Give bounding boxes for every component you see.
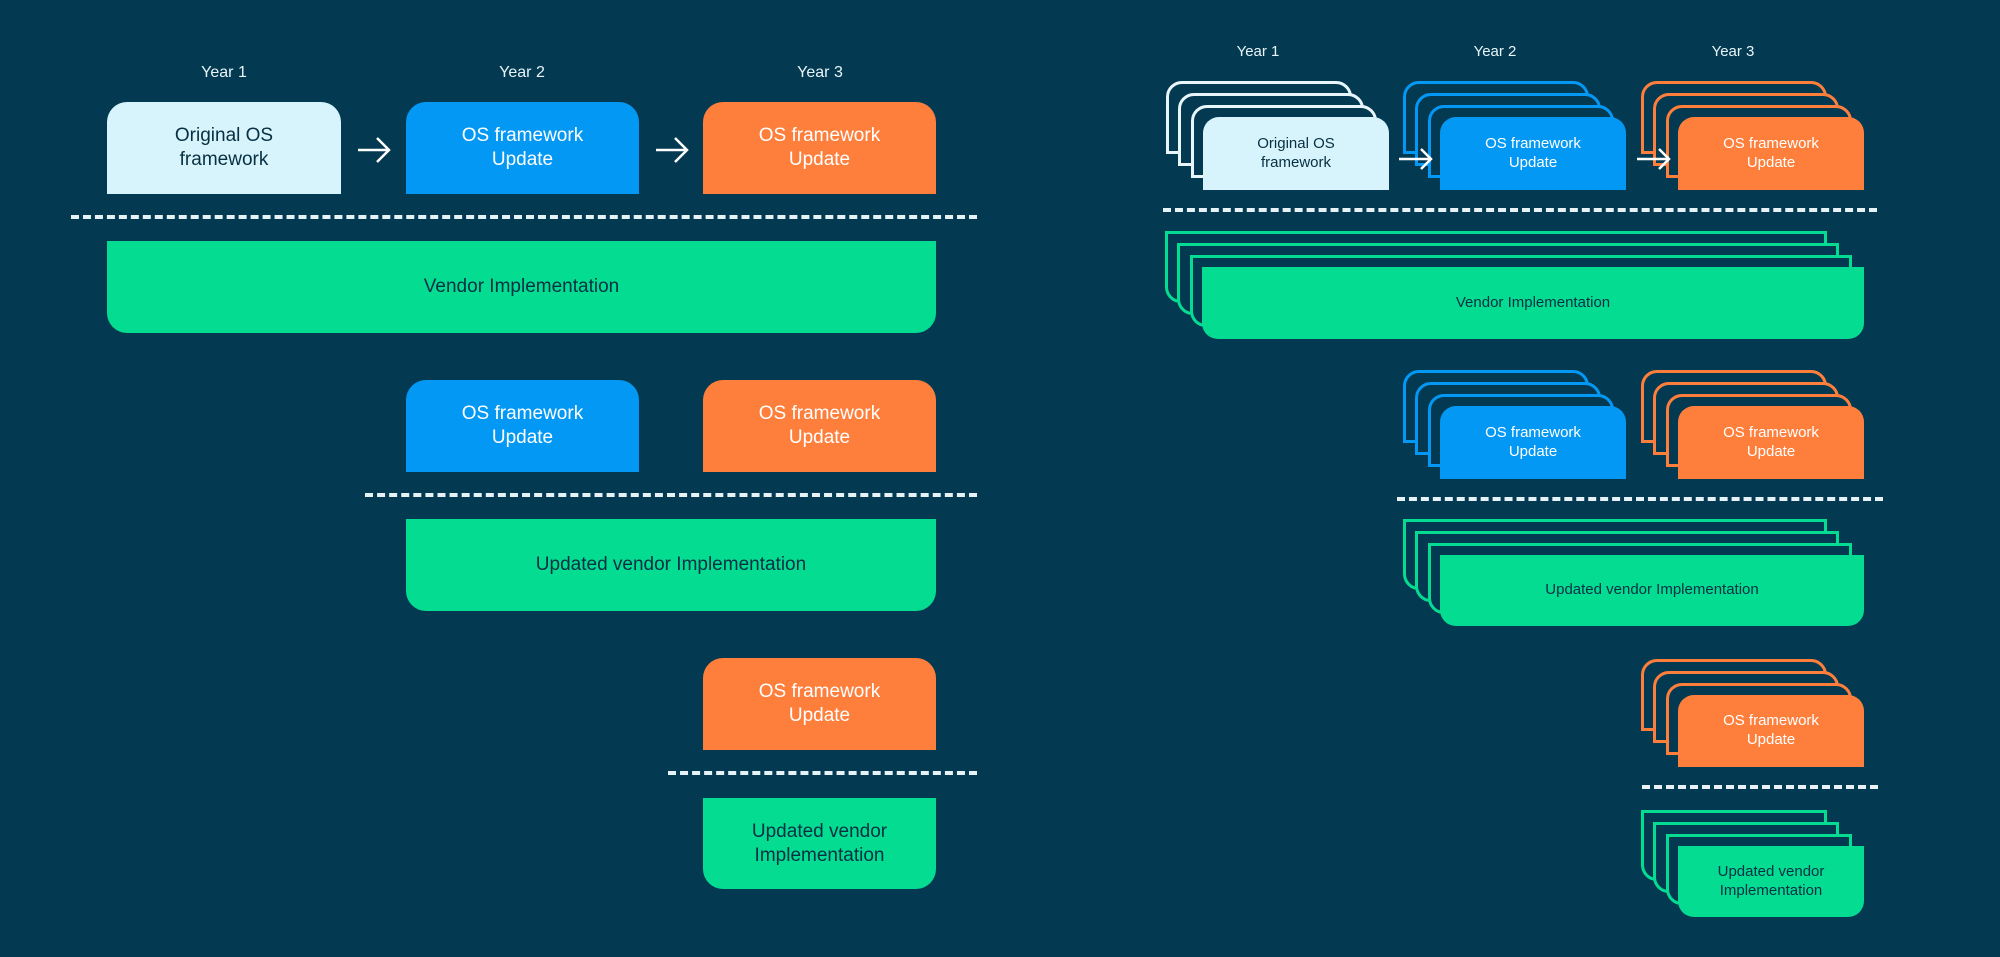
updated-vendor-implementation-stack: Updated vendor Implementation — [1678, 846, 1864, 917]
divider — [365, 493, 977, 497]
updated-vendor-implementation-stack: Updated vendor Implementation — [1440, 555, 1864, 626]
os-update-year2-box: OS framework Update — [406, 102, 639, 194]
os-update-year3-stack: OS framework Update — [1678, 117, 1864, 190]
os-update-year2-box: OS framework Update — [406, 380, 639, 472]
os-update-year3-box: OS framework Update — [703, 380, 936, 472]
updated-vendor-implementation-box: Updated vendor Implementation — [406, 519, 936, 611]
year-label: Year 3 — [797, 64, 843, 81]
divider — [668, 771, 977, 775]
os-update-year3-stack: OS framework Update — [1678, 406, 1864, 479]
divider — [71, 215, 977, 219]
year-label: Year 2 — [1473, 43, 1517, 60]
year-label: Year 1 — [1236, 43, 1280, 60]
divider — [1642, 785, 1878, 789]
os-update-year2-stack: OS framework Update — [1440, 117, 1626, 190]
os-update-year3-box: OS framework Update — [703, 102, 936, 194]
year-label: Year 2 — [499, 64, 545, 81]
arrow-right-icon — [358, 137, 391, 163]
original-os-framework-box: Original OS framework — [107, 102, 341, 194]
divider — [1397, 497, 1883, 501]
divider — [1163, 208, 1877, 212]
arrow-right-icon — [656, 137, 689, 163]
vendor-implementation-box: Vendor Implementation — [107, 241, 936, 333]
year-label: Year 1 — [201, 64, 247, 81]
arrow-right-icon — [1637, 148, 1671, 170]
vendor-implementation-stack: Vendor Implementation — [1202, 267, 1864, 339]
os-update-year3-stack: OS framework Update — [1678, 695, 1864, 767]
arrow-right-icon — [1399, 148, 1433, 170]
os-update-year3-box: OS framework Update — [703, 658, 936, 750]
updated-vendor-implementation-box: Updated vendor Implementation — [703, 798, 936, 889]
os-update-year2-stack: OS framework Update — [1440, 406, 1626, 479]
original-os-framework-stack: Original OS framework — [1203, 117, 1389, 190]
year-label: Year 3 — [1711, 43, 1755, 60]
